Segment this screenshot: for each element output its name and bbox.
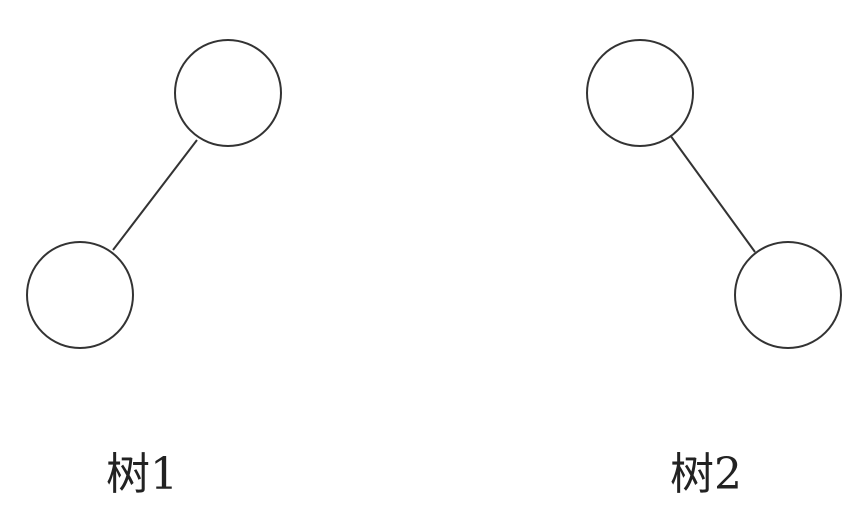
tree-1-left-child-node (26, 241, 134, 349)
tree-1 (26, 39, 282, 349)
tree-1-edge-root-to-left-child (112, 139, 198, 251)
tree-2-caption: 树2 (670, 449, 742, 500)
tree-2-right-child-node (734, 241, 842, 349)
tree-1-root-node (174, 39, 282, 147)
tree-2-edge-root-to-right-child (669, 134, 756, 253)
tree-2-root-node (586, 39, 694, 147)
tree-2 (586, 39, 842, 349)
tree-1-caption: 树1 (106, 449, 178, 500)
